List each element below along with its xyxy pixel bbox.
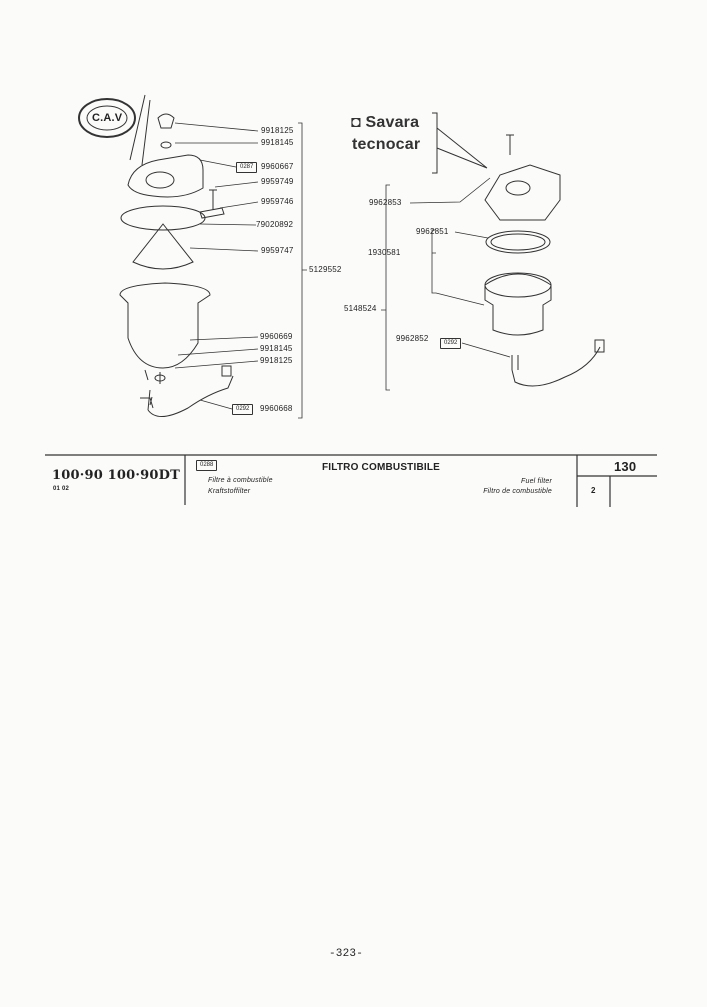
savara-logo-line2: tecnocar — [352, 136, 421, 153]
section-title: FILTRO COMBUSTIBILE — [322, 462, 441, 473]
part-code: 9918145 — [260, 344, 293, 353]
part-code: 9959747 — [261, 246, 294, 255]
part-code: 79020892 — [256, 220, 294, 229]
part-code: 9918125 — [261, 126, 294, 135]
ref-box: 0292 — [232, 404, 254, 415]
footer-rules — [45, 454, 657, 507]
part-code: 9960667 — [261, 162, 294, 171]
part-code: 9962853 — [369, 198, 402, 207]
part-code: 9962851 — [416, 227, 449, 236]
part-code: 9960668 — [260, 404, 293, 413]
part-code: 9962852 — [396, 334, 429, 343]
title-es: Filtro de combustible — [483, 488, 552, 495]
savara-text: Savara — [365, 114, 420, 131]
right-filter-drawing — [432, 112, 605, 387]
cav-logo-text: C.A.V — [92, 112, 123, 124]
title-de: Kraftstoffilter — [208, 488, 251, 495]
group-code: 5148524 — [344, 304, 377, 313]
group-number: 130 — [614, 459, 637, 474]
part-code: 9918125 — [260, 356, 293, 365]
ref-box: 0287 — [236, 162, 258, 173]
part-code: 9959749 — [261, 177, 294, 186]
part-code: 9959746 — [261, 197, 294, 206]
savara-logo-line1: ◘ Savara — [351, 114, 419, 132]
left-filter-drawing — [119, 113, 234, 417]
part-code: 9960669 — [260, 332, 293, 341]
cav-logo — [78, 94, 151, 166]
model-name: 100·90 100·90DT — [52, 468, 180, 483]
right-leader-lines — [381, 177, 511, 391]
sheet-number: 2 — [591, 486, 596, 495]
title-en: Fuel filter — [521, 478, 552, 485]
ref-box: 0292 — [440, 338, 462, 349]
ref-box: 0288 — [196, 460, 218, 471]
model-sub: 01 02 — [53, 486, 70, 492]
savara-icon: ◘ — [351, 114, 366, 131]
page-number: -323- — [329, 948, 364, 960]
part-code: 1930581 — [368, 248, 401, 257]
group-code: 5129552 — [309, 265, 342, 274]
left-leader-lines — [174, 122, 307, 419]
title-fr: Filtre à combustible — [208, 477, 273, 484]
part-code: 9918145 — [261, 138, 294, 147]
